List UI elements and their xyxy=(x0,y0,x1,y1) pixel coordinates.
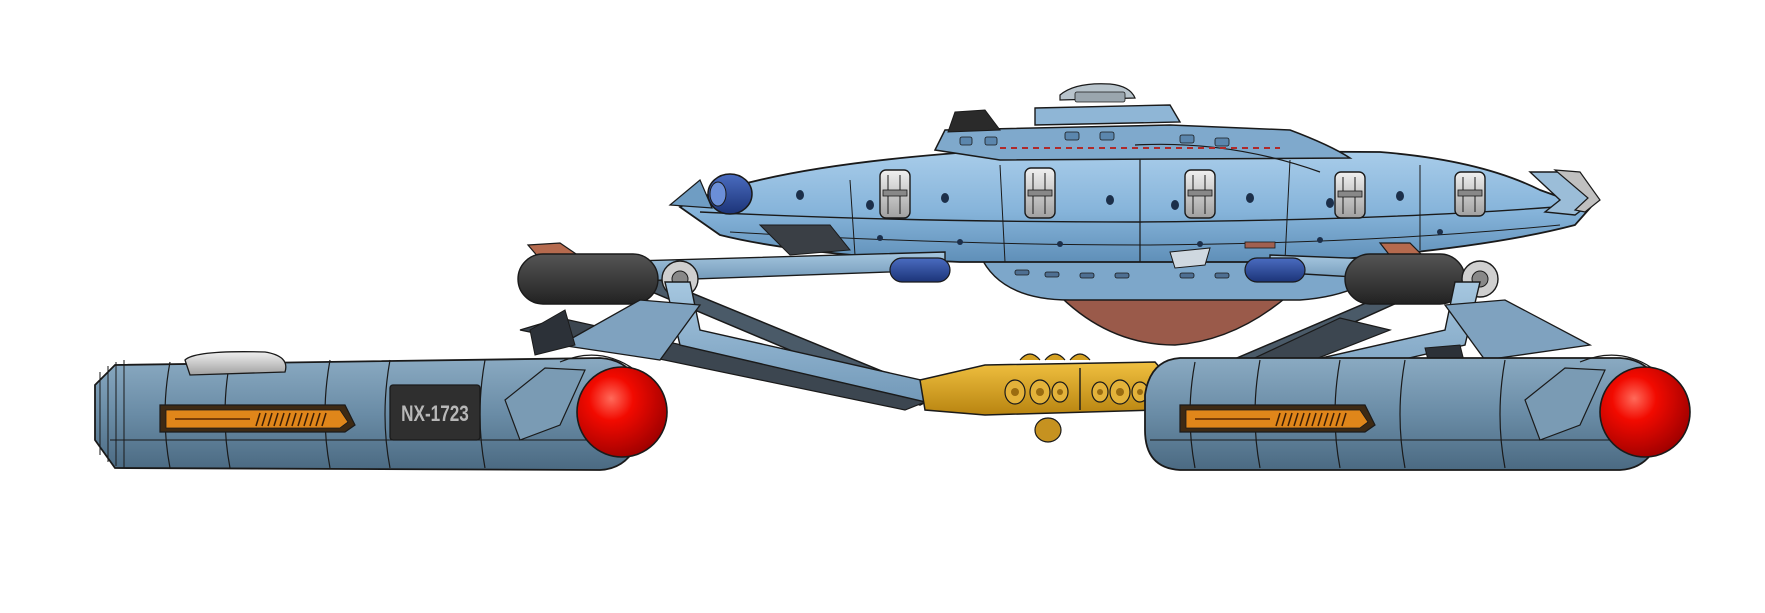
v-strut-left xyxy=(529,281,966,411)
saucer-clamps xyxy=(879,167,1486,219)
warp-nacelle-right xyxy=(1144,354,1691,471)
registry-marking: NX-1723 xyxy=(401,402,469,427)
bussard-collector-left xyxy=(576,366,668,458)
upper-superstructure xyxy=(933,83,1353,173)
bussard-collector-right xyxy=(1599,366,1691,458)
pylon-joint-right xyxy=(1344,242,1499,305)
deflector-housing xyxy=(919,353,1176,443)
warp-nacelle-left: NX-1723 xyxy=(94,351,668,471)
registry-panel xyxy=(389,384,481,441)
